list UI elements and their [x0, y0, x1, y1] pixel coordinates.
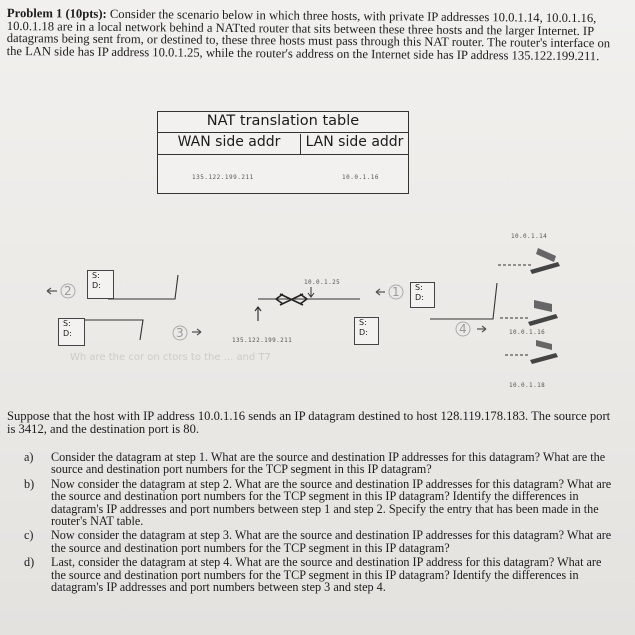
sd-box-step-2: S: D: — [87, 270, 114, 299]
source-label: S: — [359, 318, 367, 327]
step-1-label: 1 — [392, 285, 400, 299]
source-label: S: — [415, 283, 423, 292]
bleed-through-text: Wh are the cor on ctors to the ... and T… — [70, 352, 271, 363]
destination-label: D: — [92, 281, 101, 290]
sd-box-step-3: S: D: — [58, 318, 85, 346]
problem-statement: Problem 1 (10pts): Consider the scenario… — [7, 6, 619, 63]
question-list: a)Consider the datagram at step 1. What … — [24, 451, 614, 595]
question-c: c)Now consider the datagram at step 3. W… — [24, 528, 612, 555]
step-4-label: 4 — [459, 322, 467, 336]
router-wan-ip-label: 135.122.199.211 — [232, 337, 293, 344]
question-b: b)Now consider the datagram at step 2. W… — [24, 476, 612, 529]
destination-label: D: — [63, 329, 72, 338]
sd-box-step-4: S: D: — [354, 317, 379, 345]
lan-side-header: LAN side addr — [300, 134, 408, 154]
step-2-label: 2 — [64, 284, 72, 298]
wan-side-header: WAN side addr — [177, 134, 281, 150]
host-ip-18: 10.0.1.18 — [509, 382, 546, 389]
destination-label: D: — [359, 328, 368, 337]
host-ip-16: 10.0.1.16 — [509, 329, 546, 336]
sd-box-step-1: S: D: — [410, 282, 435, 308]
nat-lan-entry: 10.0.1.16 — [342, 174, 380, 181]
step-3-label: 3 — [176, 326, 184, 340]
scenario-intro: Suppose that the host with IP address 10… — [7, 409, 611, 436]
question-a: a)Consider the datagram at step 1. What … — [24, 450, 606, 477]
nat-translation-table: NAT translation table WAN side addr LAN … — [157, 111, 409, 194]
nat-wan-entry: 135.122.199.211 — [192, 174, 254, 181]
nat-table-title: NAT translation table — [206, 113, 360, 129]
source-label: S: — [92, 271, 100, 280]
destination-label: D: — [415, 293, 424, 302]
host-ip-14: 10.0.1.14 — [511, 233, 548, 240]
question-d: d)Last, consider the datagram at step 4.… — [24, 555, 602, 595]
source-label: S: — [63, 319, 71, 328]
router-lan-ip-label: 10.0.1.25 — [304, 279, 341, 286]
nat-table-header: WAN side addr LAN side addr — [158, 132, 408, 155]
